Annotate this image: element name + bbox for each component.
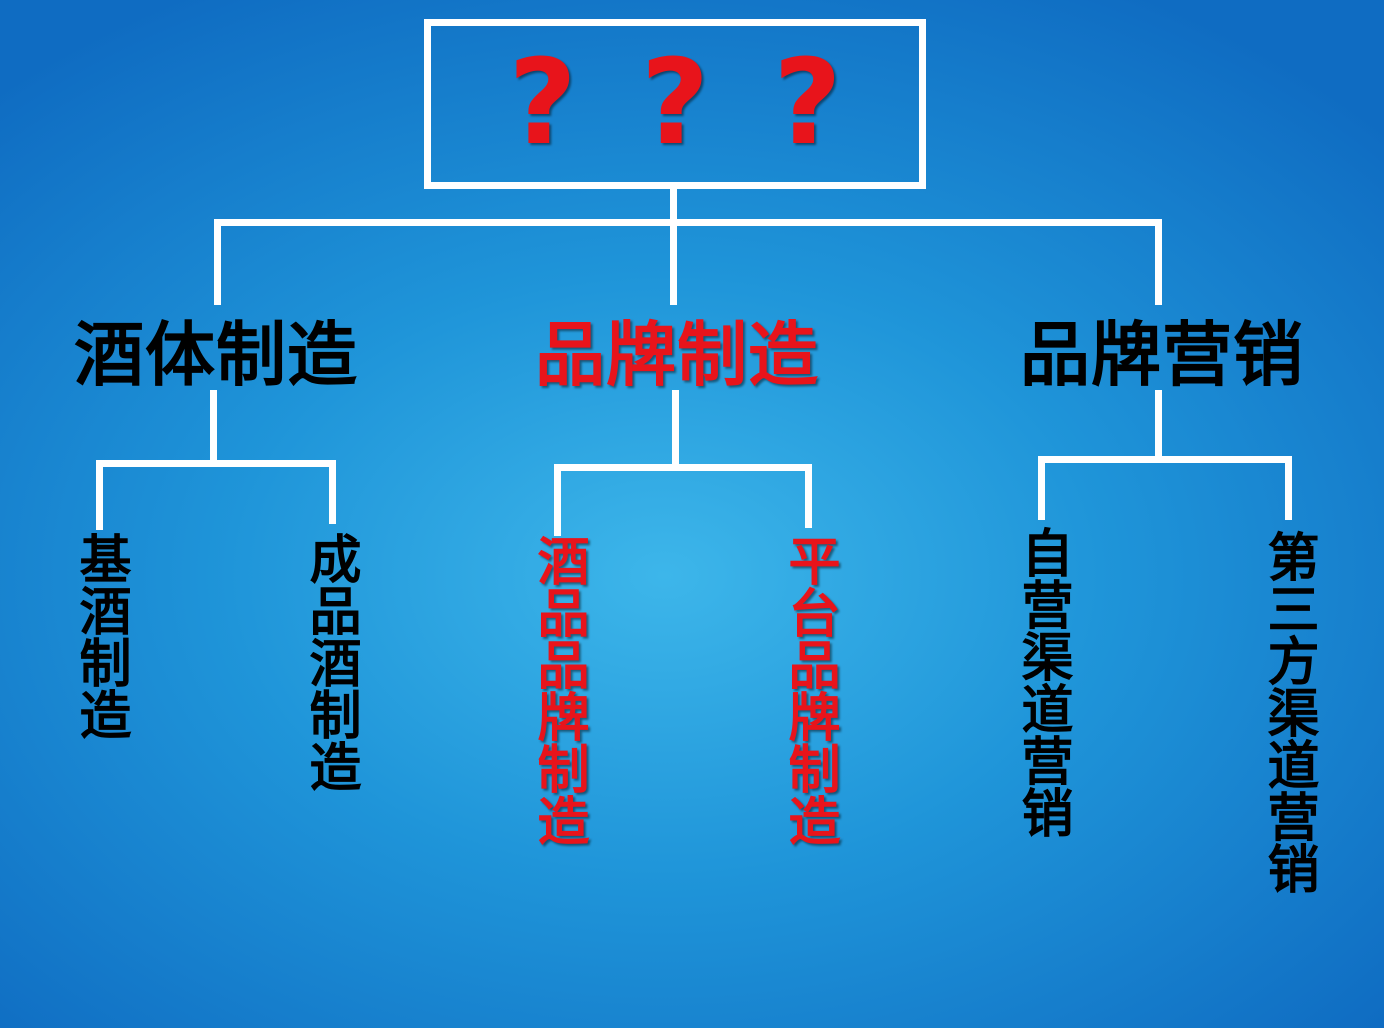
connector-root-down <box>670 182 677 222</box>
question-mark: ? <box>773 33 842 171</box>
connector-branch1-bar <box>96 460 336 467</box>
connector-branch1-down <box>210 390 217 460</box>
leaf-own-channel-marketing: 自营渠道营销 <box>1012 526 1072 838</box>
leaf-liquor-brand-manufacturing: 酒品品牌制造 <box>528 534 588 846</box>
connector-branch2-bar <box>554 464 812 471</box>
connector-branch3-right <box>1285 456 1292 520</box>
branch-label-body-manufacturing: 酒体制造 <box>74 314 358 396</box>
connector-level1-left <box>214 219 221 305</box>
question-mark: ? <box>508 33 577 171</box>
connector-branch3-bar <box>1038 456 1292 463</box>
leaf-third-party-channel-marketing: 第三方渠道营销 <box>1258 530 1318 894</box>
connector-branch2-right <box>805 464 812 528</box>
connector-level1-bar <box>214 219 1162 226</box>
branch-label-brand-marketing: 品牌营销 <box>1020 314 1304 396</box>
leaf-base-liquor-manufacturing: 基酒制造 <box>70 532 130 740</box>
connector-level1-center <box>670 219 677 305</box>
connector-branch3-down <box>1155 390 1162 456</box>
leaf-finished-liquor-manufacturing: 成品酒制造 <box>300 532 360 792</box>
connector-level1-right <box>1155 219 1162 305</box>
question-mark: ? <box>640 33 710 171</box>
connector-branch3-left <box>1038 456 1045 520</box>
leaf-platform-brand-manufacturing: 平台品牌制造 <box>779 534 839 846</box>
connector-branch2-down <box>672 390 679 464</box>
connector-branch1-right <box>329 460 336 524</box>
root-question-marks: ? ? ? <box>424 32 926 172</box>
connector-branch2-left <box>554 464 561 536</box>
connector-branch1-left <box>96 460 103 530</box>
branch-label-brand-manufacturing: 品牌制造 <box>535 314 819 396</box>
